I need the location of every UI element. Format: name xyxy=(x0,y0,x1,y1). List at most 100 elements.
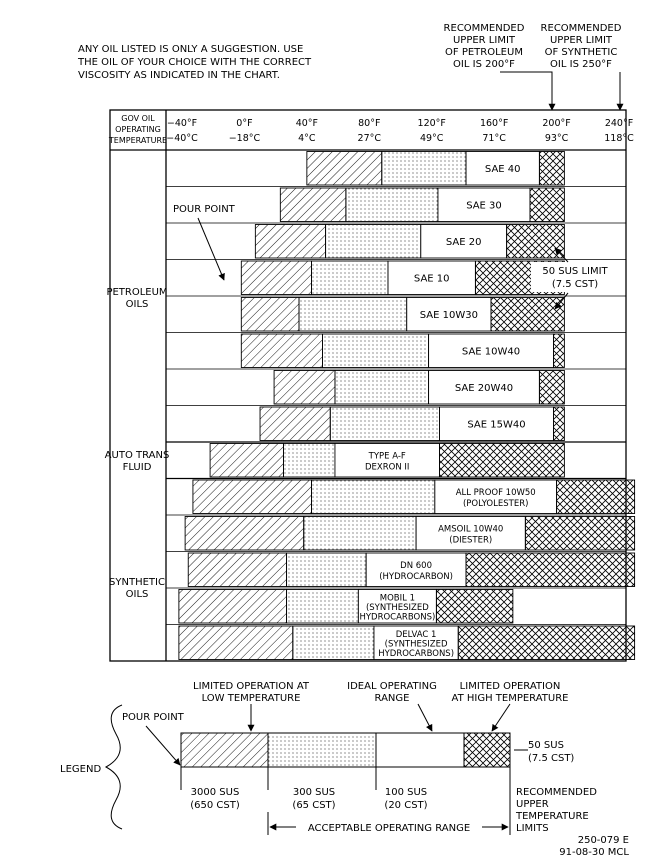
group-synthetic-line-2: OILS xyxy=(126,589,149,600)
acceptable-bar xyxy=(428,370,540,405)
legend-rec-upper-line-4: LIMITS xyxy=(516,823,549,834)
acceptable-bar xyxy=(365,552,467,587)
legend-title: LEGEND xyxy=(60,764,101,775)
legend-sus100-line-1: 100 SUS xyxy=(385,787,427,798)
acceptable-bar xyxy=(357,589,437,624)
oil-label: SAE 20W40 xyxy=(455,383,513,394)
rec-petroleum-arrow xyxy=(500,71,556,111)
legend-ideal-line-1: IDEAL OPERATING xyxy=(347,681,437,692)
limited-high-bar xyxy=(538,151,565,186)
limited-high-bar xyxy=(529,187,565,222)
limited-high-bar xyxy=(465,552,636,587)
header-label-line-2: OPERATING xyxy=(115,125,161,134)
legend-sus50-line-1: 50 SUS xyxy=(528,740,564,751)
legend-sus100-line-2: (20 CST) xyxy=(384,800,427,811)
oil-label: (DIESTER) xyxy=(449,535,492,545)
limited-low-bar xyxy=(178,589,288,624)
limited-high-bar xyxy=(490,297,565,332)
legend-sus300-line-1: 300 SUS xyxy=(293,787,335,798)
rec-petroleum-line-4: OIL IS 200°F xyxy=(453,59,515,70)
ideal-bar xyxy=(381,151,467,186)
oil-label: (SYNTHESIZED xyxy=(385,639,448,649)
limited-high-bar xyxy=(457,625,636,660)
limited-high-bar xyxy=(506,224,565,259)
oil-label: HYDROCARBONS) xyxy=(359,612,435,622)
header-label-line-3: TEMPERATURE xyxy=(108,136,167,145)
group-petroleum-line-2: OILS xyxy=(126,299,149,310)
oil-label: SAE 10 xyxy=(414,273,450,284)
temp-f-label: 40°F xyxy=(296,118,318,129)
temp-c-label: 93°C xyxy=(545,133,569,144)
ideal-bar xyxy=(322,333,430,368)
temp-f-label: 0°F xyxy=(236,118,252,129)
oil-label: ALL PROOF 10W50 xyxy=(456,488,536,498)
legend-pour-point-label: POUR POINT xyxy=(122,712,185,723)
legend-limited-high-line-2: AT HIGH TEMPERATURE xyxy=(452,693,569,704)
limited-low-bar xyxy=(187,552,288,587)
legend-limited-high-line-1: LIMITED OPERATION xyxy=(460,681,561,692)
limited-low-bar xyxy=(240,333,323,368)
limited-high-bar xyxy=(538,370,565,405)
oil-label: HYDROCARBONS) xyxy=(378,649,454,659)
temp-f-label: 160°F xyxy=(480,118,508,129)
legend-swatch-blank xyxy=(375,732,465,768)
temp-f-label: −40°F xyxy=(167,118,197,129)
oil-row: SAE 10W40 xyxy=(166,333,626,370)
limited-low-bar xyxy=(184,516,305,551)
acceptable-bar xyxy=(439,406,554,441)
group-labels: PETROLEUM OILS AUTO TRANS FLUID SYNTHETI… xyxy=(105,287,170,600)
temp-c-label: 49°C xyxy=(420,133,444,144)
oil-row: SAE 40 xyxy=(166,151,626,187)
pour-point-label: POUR POINT xyxy=(173,204,236,215)
legend-sus3000-line-2: (650 CST) xyxy=(190,800,240,811)
rec-petroleum-note: RECOMMENDED UPPER LIMIT OF PETROLEUM OIL… xyxy=(444,23,556,111)
drawing-id-line-1: 250-079 E xyxy=(578,835,629,846)
acceptable-bar xyxy=(428,333,554,368)
temp-f-label: 80°F xyxy=(358,118,380,129)
rec-synthetic-line-4: OIL IS 250°F xyxy=(550,59,612,70)
temp-f-label: 120°F xyxy=(418,118,446,129)
oil-row: SAE 15W40 xyxy=(166,406,626,443)
oil-row: SAE 30 xyxy=(166,187,626,224)
legend: LIMITED OPERATION AT LOW TEMPERATURE IDE… xyxy=(60,681,597,835)
rec-synthetic-note: RECOMMENDED UPPER LIMIT OF SYNTHETIC OIL… xyxy=(541,23,624,111)
legend-ideal-arrow xyxy=(417,703,433,732)
limited-low-bar xyxy=(259,406,331,441)
legend-rec-upper-line-1: RECOMMENDED xyxy=(516,787,597,798)
oil-label: MOBIL 1 xyxy=(380,593,415,603)
ideal-bar xyxy=(345,187,439,222)
ideal-bar xyxy=(303,516,417,551)
acceptable-bar xyxy=(465,151,540,186)
oil-label: (SYNTHESIZED xyxy=(366,603,429,613)
limited-high-bar xyxy=(439,443,565,478)
acceptable-bar xyxy=(420,224,508,259)
oil-row: SAE 10W30 xyxy=(166,297,626,333)
acceptable-bar xyxy=(437,187,531,222)
header-label-line-1: GOV OIL xyxy=(121,114,155,123)
limited-low-bar xyxy=(254,224,327,259)
limited-low-bar xyxy=(178,625,294,660)
ideal-bar xyxy=(298,297,408,332)
oil-row: DN 600(HYDROCARBON) xyxy=(166,552,636,589)
ideal-bar xyxy=(311,260,389,295)
legend-limited-high-arrow xyxy=(491,703,511,732)
temp-c-label: −18°C xyxy=(229,133,261,144)
note-line-3: VISCOSITY AS INDICATED IN THE CHART. xyxy=(78,70,280,81)
limited-high-bar xyxy=(556,479,636,514)
ideal-bar xyxy=(311,479,436,514)
rec-petroleum-line-2: UPPER LIMIT xyxy=(453,35,516,46)
acceptable-bar xyxy=(415,516,526,551)
note-line-2: THE OIL OF YOUR CHOICE WITH THE CORRECT xyxy=(77,57,312,68)
group-petroleum-line-1: PETROLEUM xyxy=(106,287,167,298)
legend-pour-point-arrow xyxy=(145,725,181,766)
rec-petroleum-line-3: OF PETROLEUM xyxy=(445,47,523,58)
rec-petroleum-line-1: RECOMMENDED xyxy=(444,23,525,34)
oil-label: (HYDROCARBON) xyxy=(379,572,453,582)
limited-high-bar xyxy=(553,406,565,441)
acceptable-bar xyxy=(406,297,492,332)
